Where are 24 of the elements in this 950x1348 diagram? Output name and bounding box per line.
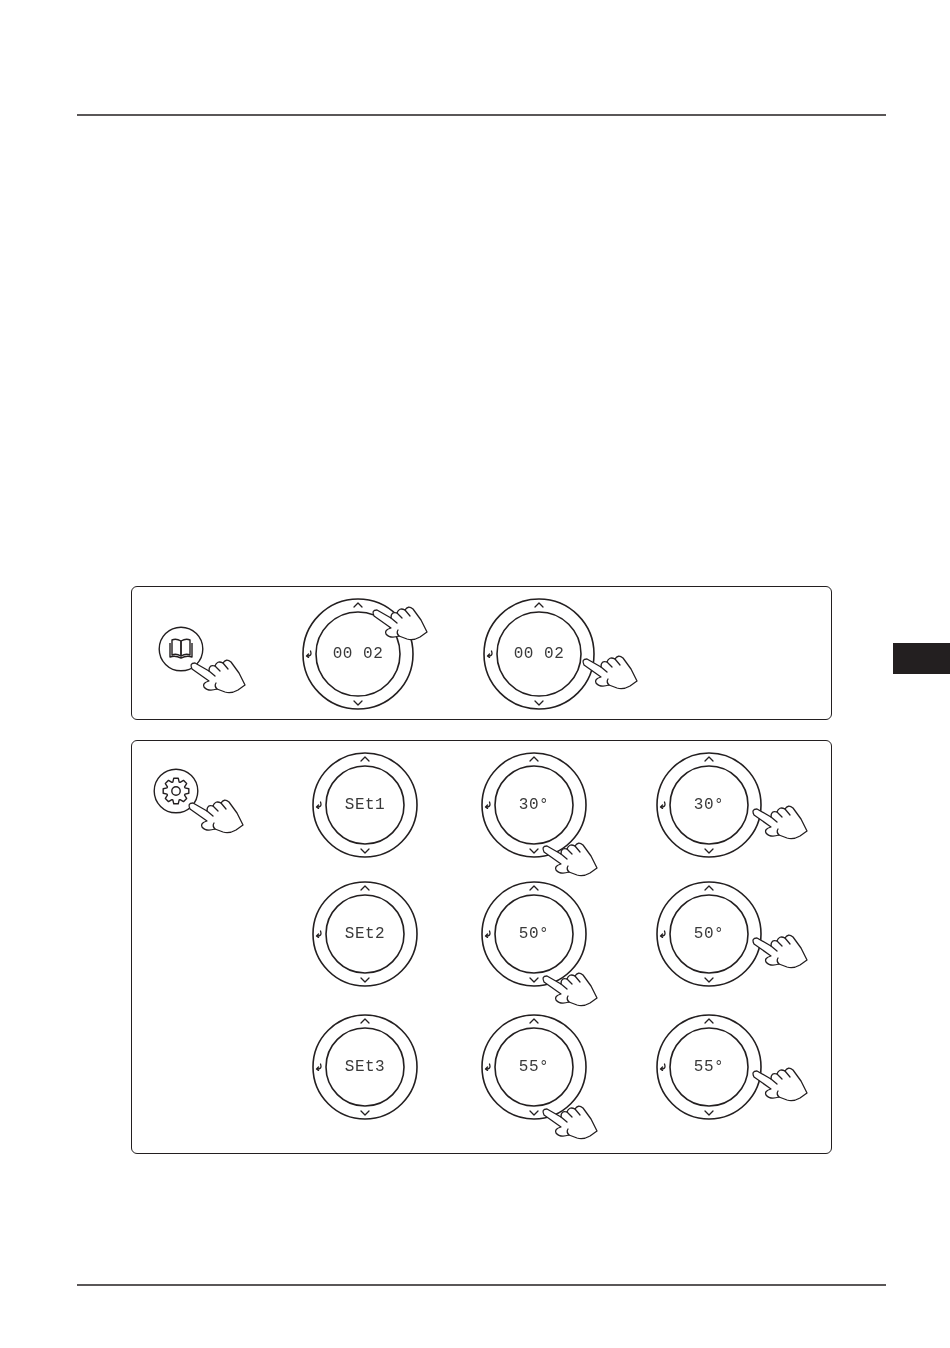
display-readout: 30° (693, 796, 725, 814)
display-readout: SEt2 (344, 925, 386, 943)
display-readout: 30° (518, 796, 550, 814)
thermostat-dial (302, 598, 414, 710)
thermostat-dial (481, 752, 587, 858)
thermostat-dial (656, 881, 762, 987)
thermostat-dial (312, 881, 418, 987)
display-readout: SEt1 (344, 796, 386, 814)
instruction-panel (131, 740, 832, 1154)
display-readout: 50° (518, 925, 550, 943)
thermostat-dial (481, 1014, 587, 1120)
thermostat-dial (656, 1014, 762, 1120)
display-readout: 55° (518, 1058, 550, 1076)
display-readout: SEt3 (344, 1058, 386, 1076)
thermostat-dial (481, 881, 587, 987)
display-readout: 00 02 (332, 645, 384, 663)
thermostat-dial (656, 752, 762, 858)
display-readout: 00 02 (513, 645, 565, 663)
thermostat-dial (312, 1014, 418, 1120)
instruction-panel (131, 586, 832, 720)
display-readout: 55° (693, 1058, 725, 1076)
thermostat-dial (483, 598, 595, 710)
thermostat-dial (312, 752, 418, 858)
display-readout: 50° (693, 925, 725, 943)
